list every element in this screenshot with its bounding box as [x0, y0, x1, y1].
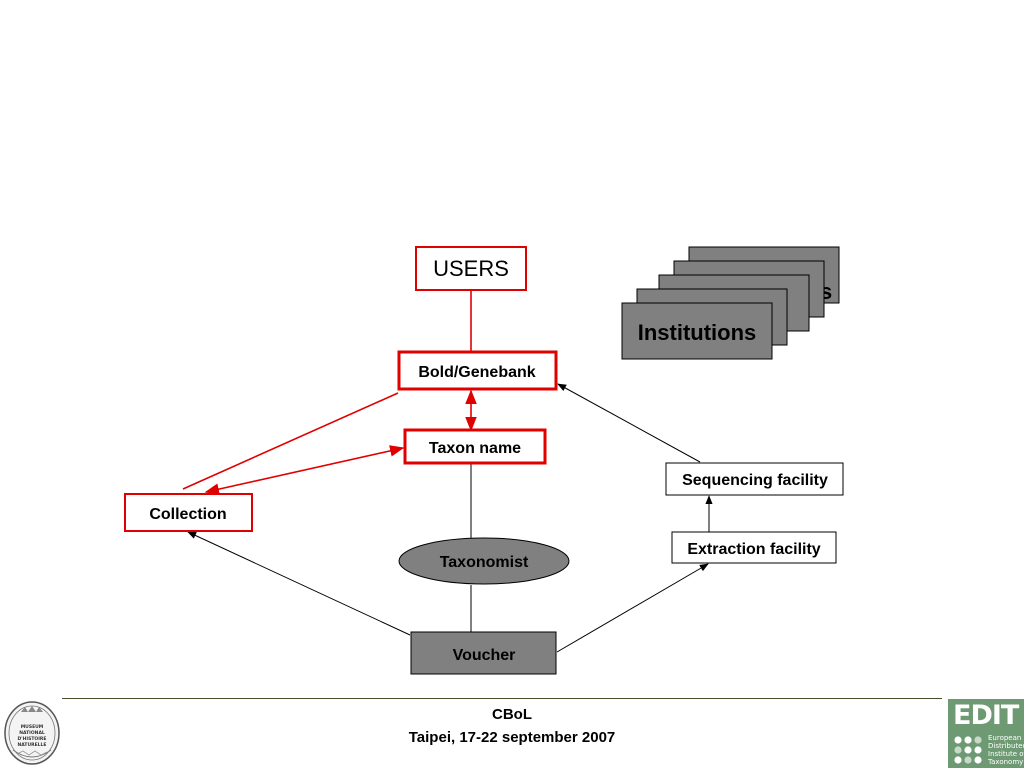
node-extraction-facility-label: Extraction facility [687, 541, 820, 558]
node-sequencing-facility: Sequencing facility [665, 462, 844, 496]
edit-tagline-line: Institute of [988, 750, 1024, 758]
node-collection-label: Collection [149, 506, 226, 523]
edit-logo-dots [954, 736, 982, 764]
node-users-label: USERS [433, 256, 509, 281]
node-sequencing-facility-label: Sequencing facility [682, 472, 828, 489]
seal-line: NATURELLE [18, 742, 47, 748]
seal-line: MUSEUM [21, 724, 44, 730]
node-taxonomist-label: Taxonomist [440, 554, 529, 571]
node-extraction-facility: Extraction facility [671, 531, 837, 564]
edge-sequencing-bold [557, 383, 701, 463]
footer-subtitle: Taipei, 17-22 september 2007 [408, 729, 616, 746]
edit-tagline-line: Taxonomy [988, 758, 1024, 766]
edit-logo-word: EDIT [953, 700, 1019, 731]
node-taxon-name-label: Taxon name [429, 440, 521, 457]
node-bold-genebank-label: Bold/Genebank [418, 364, 535, 381]
edge-voucher-extraction [556, 563, 709, 653]
seal-line: D'HISTOIRE [18, 736, 47, 742]
edit-tagline-line: Distributed [988, 742, 1024, 750]
footer-title: CBoL [492, 706, 532, 723]
edit-logo: EDIT European Distributed Institute of T… [948, 699, 1024, 768]
node-collection: Collection [124, 493, 253, 532]
seal-line: NATIONAL [19, 730, 45, 736]
edge-bold-collection [182, 392, 399, 490]
edge-collection-taxon [204, 445, 405, 495]
institutions-stack: s s s Institutions [621, 246, 840, 360]
footer-divider [62, 698, 942, 699]
node-taxon-name: Taxon name [403, 428, 547, 465]
edit-tagline-line: European [988, 734, 1022, 742]
node-bold-genebank: Bold/Genebank [397, 350, 558, 391]
node-taxonomist: Taxonomist [398, 537, 570, 585]
edit-logo-tagline: European Distributed Institute of Taxono… [988, 734, 1024, 766]
institutions-box [621, 302, 773, 360]
node-users: USERS [415, 246, 527, 291]
node-voucher: Voucher [410, 631, 557, 675]
museum-seal-logo: MUSEUM NATIONAL D'HISTOIRE NATURELLE [4, 701, 60, 765]
node-voucher-label: Voucher [453, 647, 516, 664]
edge-voucher-collection [187, 531, 411, 636]
institutions-label: Institutions [638, 320, 757, 345]
